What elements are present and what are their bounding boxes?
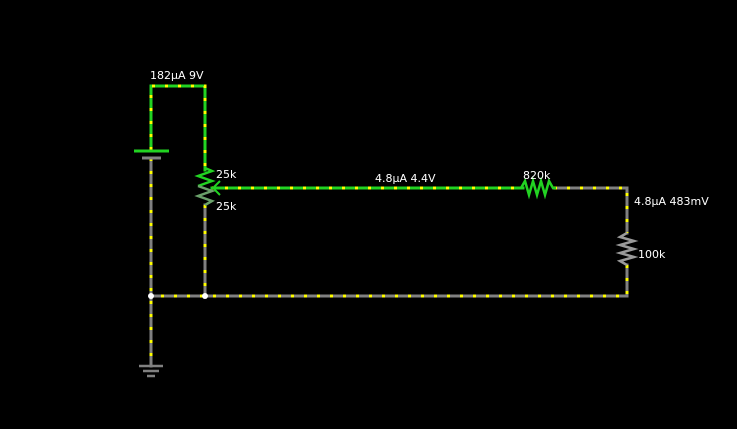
potentiometer[interactable] xyxy=(194,166,224,207)
battery-label: 182µA 9V xyxy=(150,69,204,82)
pot-lower-half xyxy=(194,184,216,207)
ground-symbol[interactable] xyxy=(139,364,163,378)
resistor-820k-label: 820k xyxy=(523,169,551,182)
resistor-100k-label: 100k xyxy=(638,248,666,261)
resistor-100k-body xyxy=(615,231,639,267)
battery[interactable] xyxy=(134,149,169,160)
wire-current-voltage-label: 4.8µA 4.4V xyxy=(375,172,436,185)
resistor-820k[interactable] xyxy=(519,176,556,200)
divider-current-voltage-label: 4.8µA 483mV xyxy=(634,195,709,208)
resistor-820k-body xyxy=(519,176,556,200)
junction-node xyxy=(202,293,208,299)
resistor-100k[interactable] xyxy=(615,231,639,267)
ground-rail-wire[interactable] xyxy=(149,263,629,298)
pot-lower-label: 25k xyxy=(216,200,237,213)
current-dots xyxy=(149,84,629,366)
divider-top-wire[interactable] xyxy=(552,186,629,235)
junction-node xyxy=(148,293,154,299)
pot-upper-label: 25k xyxy=(216,168,237,181)
pot-upper-half xyxy=(194,166,216,188)
